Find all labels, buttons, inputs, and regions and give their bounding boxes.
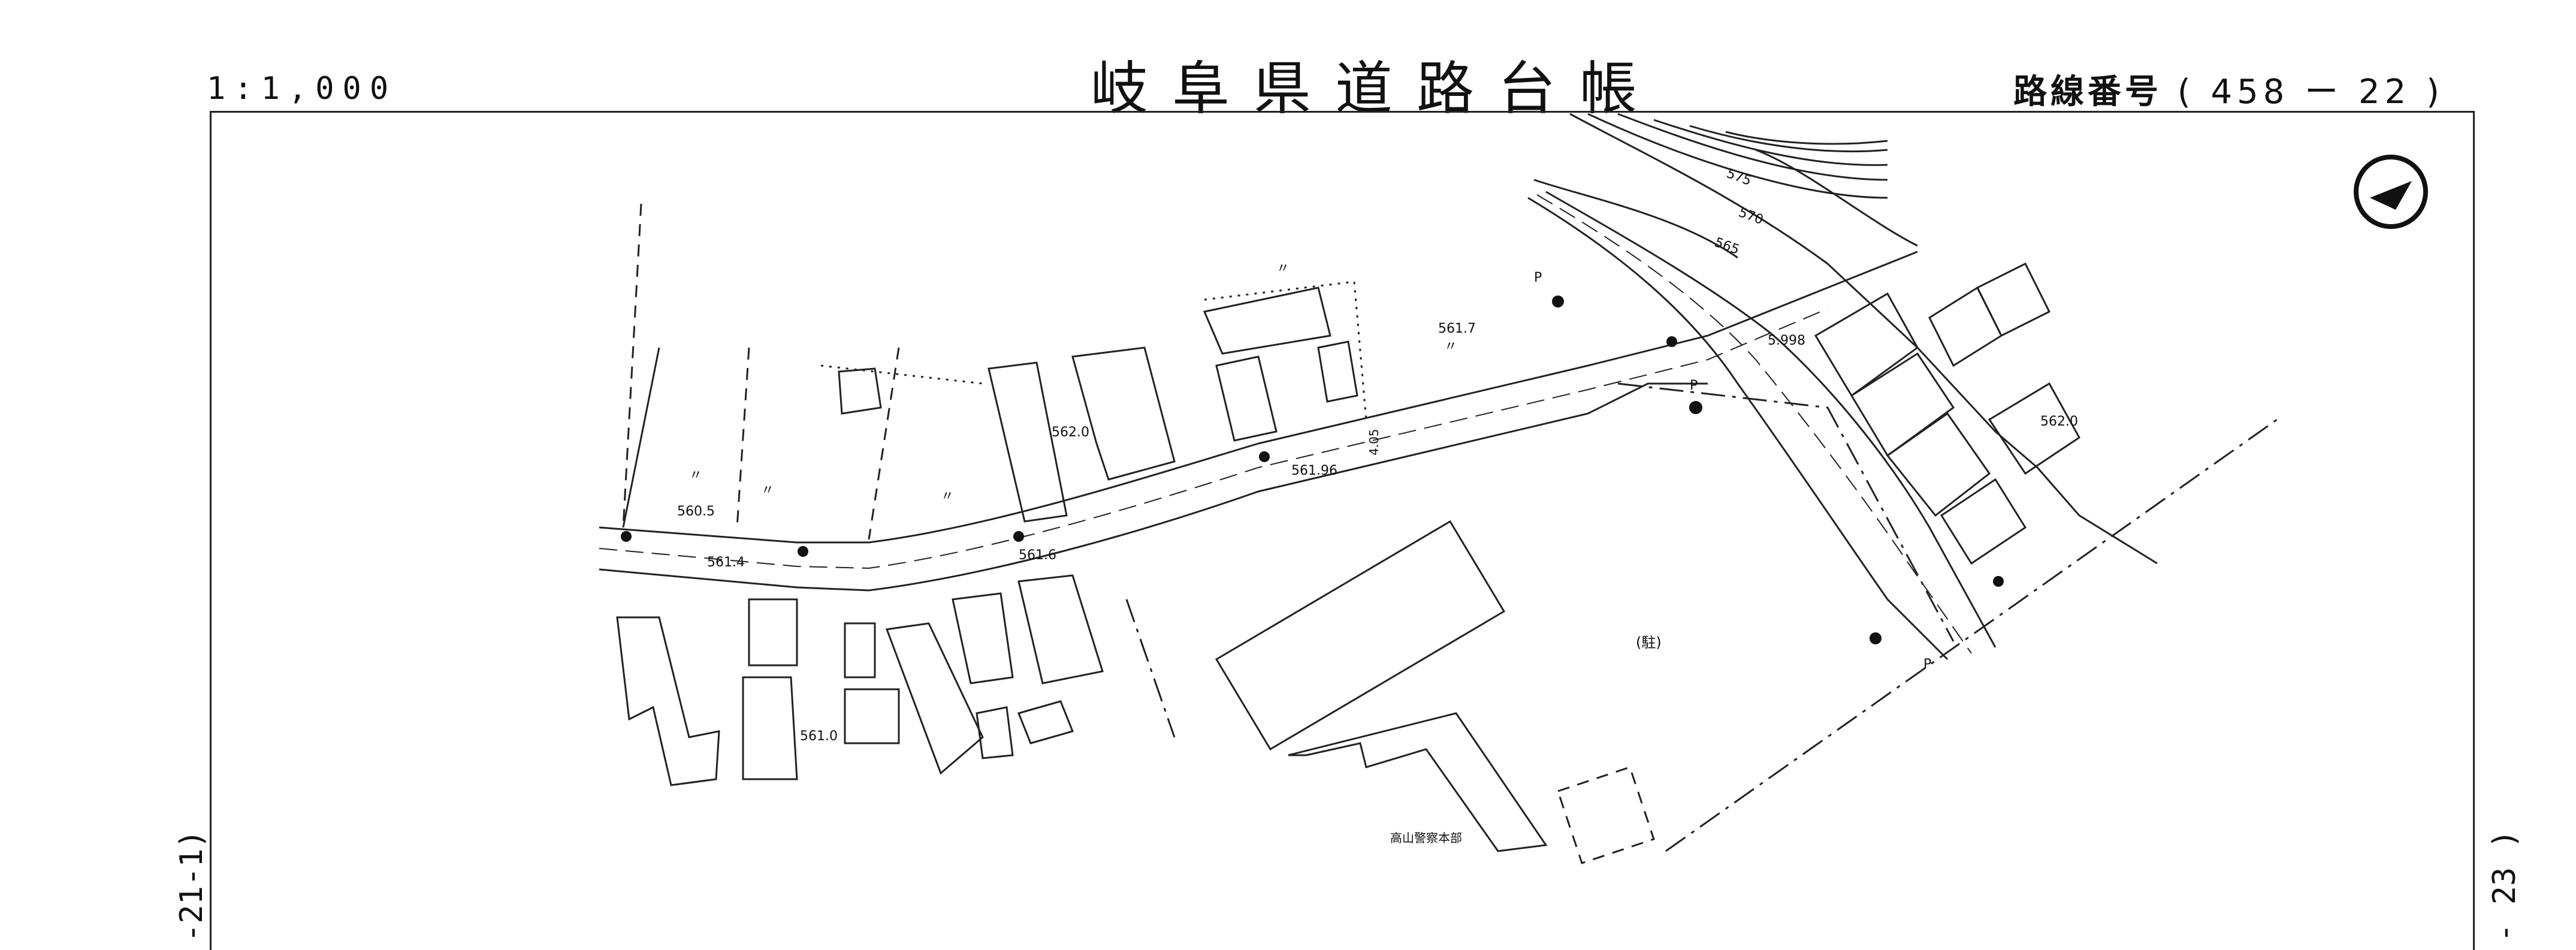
route-label: 路線番号 — [2013, 73, 2162, 111]
building — [838, 367, 882, 415]
building — [976, 706, 1014, 759]
building — [844, 622, 876, 678]
contour-label: 575 — [1725, 166, 1753, 189]
road-branch-east-edge — [1545, 191, 1997, 648]
building — [1203, 286, 1331, 355]
ditto-mark: 〃 — [1276, 261, 1289, 276]
building — [1976, 262, 2051, 337]
plot-line — [622, 347, 660, 528]
pole-marker — [621, 531, 632, 542]
pole-marker — [798, 546, 808, 557]
building — [987, 361, 1068, 523]
elevation-label: 5.998 — [1768, 333, 1805, 348]
building — [844, 688, 900, 744]
parking-symbol: P — [1923, 657, 1931, 672]
route-number-value: ( 458 ー 22 ) — [2177, 73, 2444, 111]
elevation-label: 562.0 — [2040, 414, 2078, 429]
contour-line — [1617, 113, 1888, 181]
contour-line — [1653, 119, 1888, 166]
pole-marker — [1259, 451, 1270, 462]
police-hq-label: 高山警察本部 — [1390, 831, 1462, 845]
road-centerline — [599, 308, 1828, 569]
elevation-label: 561.0 — [800, 729, 838, 744]
pole-marker — [1993, 576, 2004, 587]
contour-line — [1689, 125, 1888, 153]
ditto-mark: 〃 — [689, 468, 702, 483]
north-arrow-icon — [2354, 155, 2428, 229]
building — [1017, 700, 1074, 744]
building — [1886, 412, 1991, 517]
contour-line — [1725, 131, 1888, 145]
building — [748, 598, 798, 666]
boundary-line — [1125, 599, 1176, 738]
pole-marker — [1013, 531, 1024, 542]
pole-marker — [1552, 295, 1564, 307]
building — [1814, 292, 1919, 397]
contour-line — [1587, 113, 1888, 199]
route-number: 路線番号 ( 458 ー 22 ) — [2013, 65, 2444, 113]
contour-line — [1755, 149, 1918, 247]
building — [1928, 286, 2003, 367]
elevation-label: 561.6 — [1019, 548, 1056, 563]
map-scale: 1:1,000 — [207, 71, 397, 107]
building — [952, 592, 1014, 684]
police-building-2 — [1288, 712, 1548, 852]
plot-line — [736, 347, 750, 528]
road-branch-west-edge — [1527, 197, 1949, 661]
parking-symbol: P — [1690, 378, 1698, 393]
building — [885, 622, 984, 775]
building — [616, 616, 720, 786]
map-frame — [210, 111, 2475, 950]
contour-label: 570 — [1737, 205, 1765, 228]
road-edge-north — [599, 251, 1918, 544]
elevation-label: 561.7 — [1438, 321, 1476, 336]
building — [1017, 574, 1104, 684]
boundary-line — [1665, 418, 2278, 852]
upper-road-north — [1569, 113, 2158, 565]
building — [1317, 340, 1358, 403]
parking-symbol: P — [1534, 270, 1542, 285]
contour-label: 565 — [1713, 235, 1741, 258]
building — [1215, 355, 1278, 442]
elevation-label: 562.0 — [1052, 425, 1089, 440]
building — [1850, 352, 1955, 457]
building — [1940, 478, 2027, 565]
pole-marker — [1689, 401, 1702, 414]
ditto-mark: 〃 — [761, 483, 774, 498]
elevation-label: 561.96 — [1291, 463, 1337, 478]
upper-road-south — [1533, 179, 1738, 259]
boundary-line — [1617, 382, 1955, 642]
elevation-label: 561.4 — [707, 555, 745, 570]
parking-label: (駐) — [1636, 634, 1662, 651]
plot-line — [622, 203, 642, 528]
elevation-label: 560.5 — [677, 504, 715, 519]
ditto-mark: 〃 — [941, 489, 954, 504]
plot-line — [820, 364, 983, 385]
road-width-label: 4.05 — [1367, 429, 1381, 456]
road-branch-centerline — [1536, 194, 1972, 654]
pole-marker — [1666, 336, 1677, 347]
building — [1988, 382, 2080, 475]
road-edge-south — [599, 382, 1708, 592]
parking-outline — [1557, 766, 1655, 864]
pole-marker — [1870, 632, 1882, 644]
plot-line — [868, 347, 900, 540]
building — [742, 676, 798, 780]
ditto-mark: 〃 — [1444, 339, 1457, 354]
police-building — [1215, 520, 1506, 751]
building — [1071, 346, 1176, 481]
